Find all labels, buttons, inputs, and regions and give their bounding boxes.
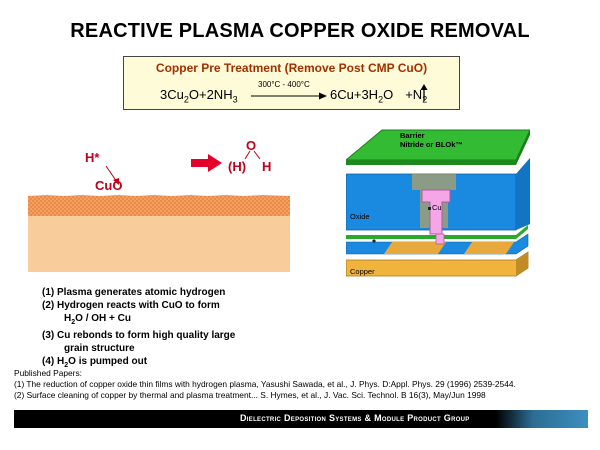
cuo-label: CuO [95,178,123,193]
step-3: (3) Cu rebonds to form high quality larg… [42,330,236,341]
reaction-red-arrow-icon [191,154,222,172]
reference-1: (1) The reduction of copper oxide thin f… [14,379,516,389]
barrier-label: Barrier Nitride or BLOk™ [400,131,463,149]
footer-stripe [496,410,588,428]
reaction-arrow [251,92,327,100]
product-h-paren-label: (H) [228,159,247,174]
reaction-condition: 300°C - 400°C [258,80,310,89]
product-o-label: O [246,138,257,153]
gas-up-arrow-icon [420,84,428,101]
step-4: (4) H2O is pumped out [42,356,148,369]
step-2-detail: H2O / OH + Cu [64,313,131,326]
layer-stack-diagram [346,129,530,277]
cuo-layer [28,195,290,216]
step-3-detail: grain structure [64,343,135,354]
footer-bar [14,410,588,428]
reaction-rhs: 6Cu+3H2O+N2 [330,87,428,105]
process-steps: (1) Plasma generates atomic hydrogen (2)… [42,286,235,372]
oxide-label: Oxide [350,212,370,221]
slide-title: REACTIVE PLASMA COPPER OXIDE REMOVAL [70,20,530,42]
bond-lines-icon [244,150,261,160]
references: Published Papers: (1) The reduction of c… [14,368,516,401]
h-approach-arrow-icon [105,165,119,185]
reaction-lhs: 3Cu2O+2NH3 [160,87,238,105]
box-title: Copper Pre Treatment (Remove Post CMP Cu… [155,61,428,75]
references-heading: Published Papers: [14,368,82,378]
step-1: (1) Plasma generates atomic hydrogen [42,287,226,298]
copper-label: Copper [350,267,375,276]
product-h-label: H [262,159,272,174]
reaction-box: Copper Pre Treatment (Remove Post CMP Cu… [123,56,460,110]
copper-substrate [28,216,290,272]
cu-via-label: Cu [432,203,442,212]
footer-text: Dielectric Deposition Systems & Module P… [240,413,470,423]
reference-2: (2) Surface cleaning of copper by therma… [14,390,486,400]
h-star-label: H* [85,150,100,165]
substrate-diagram [28,195,290,272]
step-2: (2) Hydrogen reacts with CuO to form [42,300,220,311]
